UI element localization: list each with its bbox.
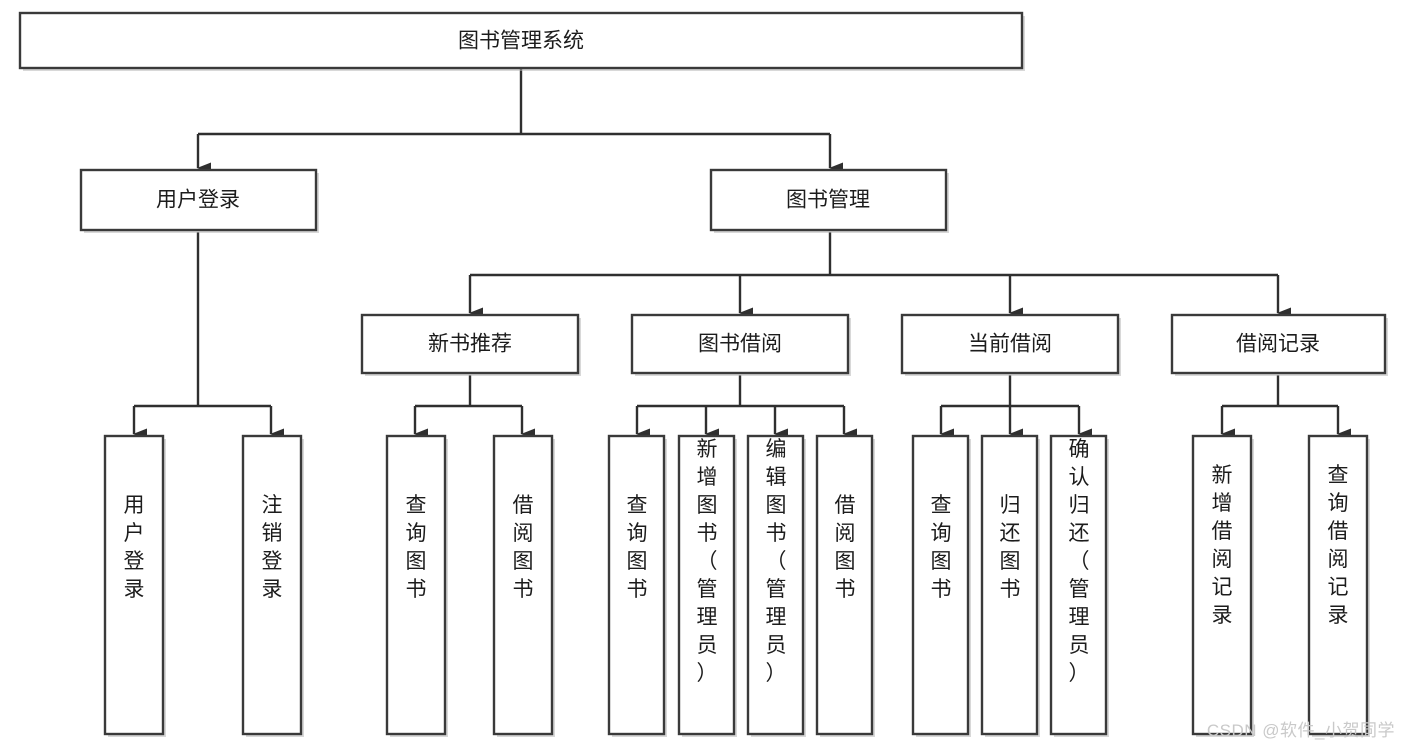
node-leaf-query-book-2-box <box>607 434 666 736</box>
node-leaf-user-logout-box <box>241 434 303 736</box>
node-new-book-recommend[interactable]: 新书推荐 <box>360 313 581 376</box>
node-leaf-add-record[interactable]: 新增借阅记录 <box>1191 434 1254 737</box>
node-leaf-confirm-return-label: 确认归还（管理员） <box>1069 438 1090 685</box>
node-leaf-query-book-3[interactable]: 查询图书 <box>911 434 971 737</box>
node-leaf-return-book-box <box>980 434 1039 736</box>
node-leaf-edit-book-label: 编辑图书（管理员） <box>766 438 787 685</box>
node-leaf-add-book-box <box>677 434 736 736</box>
node-leaf-add-book-label: 新增图书（管理员） <box>697 438 718 685</box>
node-current-borrow-label: 当前借阅 <box>968 333 1052 356</box>
node-leaf-query-book-2-label: 查询图书 <box>627 494 648 601</box>
node-leaf-borrow-book-1[interactable]: 借阅图书 <box>492 434 555 737</box>
node-user-login-box <box>79 168 318 232</box>
node-new-book-recommend-label: 新书推荐 <box>428 333 512 356</box>
node-leaf-borrow-book-2-label: 借阅图书 <box>835 494 856 601</box>
node-leaf-add-book[interactable]: 新增图书（管理员） <box>677 434 737 737</box>
node-leaf-user-login-box <box>103 434 165 736</box>
node-book-borrow-label: 图书借阅 <box>698 333 782 356</box>
node-root[interactable]: 图书管理系统 <box>18 11 1025 71</box>
node-leaf-confirm-return-box <box>1049 434 1108 736</box>
node-leaf-add-record-box <box>1191 434 1253 736</box>
node-book-management-label: 图书管理 <box>786 189 870 212</box>
node-book-management[interactable]: 图书管理 <box>709 168 949 233</box>
node-leaf-query-book-1[interactable]: 查询图书 <box>385 434 448 737</box>
node-user-login[interactable]: 用户登录 <box>79 168 319 233</box>
node-leaf-borrow-book-2[interactable]: 借阅图书 <box>815 434 875 737</box>
node-leaf-user-login[interactable]: 用户登录 <box>103 434 166 737</box>
node-leaf-query-book-1-box <box>385 434 447 736</box>
node-leaf-edit-book[interactable]: 编辑图书（管理员） <box>746 434 806 737</box>
node-leaf-user-login-label: 用户登录 <box>124 494 145 601</box>
node-root-box <box>18 11 1024 70</box>
node-leaf-borrow-book-1-label: 借阅图书 <box>513 494 534 601</box>
csdn-watermark: CSDN @软件_小贺同学 <box>1206 721 1395 740</box>
node-current-borrow[interactable]: 当前借阅 <box>900 313 1121 376</box>
node-borrow-record[interactable]: 借阅记录 <box>1170 313 1388 376</box>
node-leaf-query-record[interactable]: 查询借阅记录 <box>1307 434 1370 737</box>
node-leaf-borrow-book-2-box <box>815 434 874 736</box>
node-new-book-recommend-box <box>360 313 580 375</box>
node-leaf-user-logout-label: 注销登录 <box>262 494 283 601</box>
node-leaf-query-book-1-label: 查询图书 <box>406 494 427 601</box>
node-leaf-query-book-3-label: 查询图书 <box>931 494 952 601</box>
node-leaf-query-record-box <box>1307 434 1369 736</box>
node-leaf-query-record-label: 查询借阅记录 <box>1328 464 1349 627</box>
node-book-borrow[interactable]: 图书借阅 <box>630 313 851 376</box>
node-leaf-return-book[interactable]: 归还图书 <box>980 434 1040 737</box>
node-leaf-query-book-2[interactable]: 查询图书 <box>607 434 667 737</box>
node-book-borrow-box <box>630 313 850 375</box>
node-leaf-add-record-label: 新增借阅记录 <box>1212 464 1233 627</box>
node-leaf-query-book-3-box <box>911 434 970 736</box>
node-user-login-label: 用户登录 <box>156 189 240 212</box>
node-root-label: 图书管理系统 <box>458 30 584 53</box>
node-current-borrow-box <box>900 313 1120 375</box>
node-book-management-box <box>709 168 948 232</box>
connector-layer <box>132 68 1351 440</box>
node-leaf-edit-book-box <box>746 434 805 736</box>
node-leaf-borrow-book-1-box <box>492 434 554 736</box>
node-borrow-record-box <box>1170 313 1387 375</box>
node-leaf-return-book-label: 归还图书 <box>1000 494 1021 601</box>
node-leaf-confirm-return[interactable]: 确认归还（管理员） <box>1049 434 1109 737</box>
node-borrow-record-label: 借阅记录 <box>1236 333 1320 356</box>
node-leaf-user-logout[interactable]: 注销登录 <box>241 434 304 737</box>
